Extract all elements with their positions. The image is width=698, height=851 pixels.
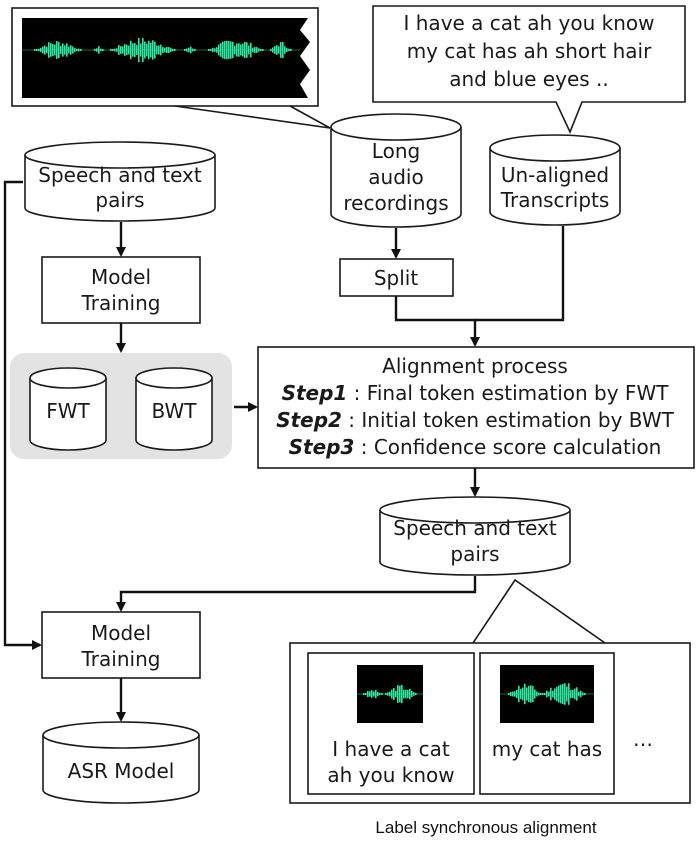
unaligned-label-1: Un-aligned [501, 163, 609, 187]
model-training-bottom-label-2: Training [81, 647, 161, 671]
fwt-db: FWT [29, 367, 107, 451]
waveform-signal [34, 37, 292, 63]
arrow-pairs-to-training [116, 576, 477, 612]
bubble-line-2: my cat has ah short hair [407, 39, 652, 63]
card-2-waveform [508, 683, 586, 705]
alignment-step-3: Step3 : Confidence score calculation [289, 435, 662, 459]
db-top-label-1: Speech and text [38, 163, 202, 187]
fwt-label: FWT [46, 399, 90, 423]
speech-text-pairs-db-out: Speech and text pairs [379, 496, 571, 576]
bwt-db: BWT [135, 367, 213, 451]
long-audio-label-1: Long [372, 139, 420, 163]
label-sync-card-1: I have a cat ah you know [307, 652, 475, 795]
fwt-bwt-group: FWT BWT [10, 353, 232, 459]
label-sync-card-2: my cat has [479, 652, 615, 795]
alignment-title: Alignment process [382, 354, 568, 378]
model-training-top-label-2: Training [81, 291, 161, 315]
model-training-top-label-1: Model [91, 265, 151, 289]
card-2-line-1: my cat has [492, 737, 602, 761]
card-1-line-2: ah you know [327, 763, 454, 787]
speech-text-pairs-db-top: Speech and text pairs [24, 141, 216, 222]
long-audio-label-3: recordings [343, 191, 448, 215]
card-1-waveform [363, 684, 417, 704]
split-label: Split [374, 266, 419, 290]
transcript-speech-bubble: I have a cat ah you know my cat has ah s… [372, 5, 686, 135]
label-sync-panel: I have a cat ah you know my cat has … [289, 642, 691, 804]
card-1-line-1: I have a cat [332, 737, 450, 761]
label-sync-caption: Label synchronous alignment [375, 818, 596, 837]
waveform-image [11, 7, 319, 107]
more-ellipsis: … [633, 727, 653, 751]
alignment-step-1: Step1 : Final token estimation by FWT [282, 381, 670, 405]
alignment-step-2: Step2 : Initial token estimation by BWT [276, 408, 674, 432]
split-box: Split [339, 258, 454, 297]
long-audio-label-2: audio [368, 165, 423, 189]
db-out-label-2: pairs [450, 542, 499, 566]
arrow-split-to-alignment [394, 296, 480, 347]
long-audio-db: Long audio recordings [330, 113, 462, 228]
model-training-bottom: Model Training [41, 611, 201, 679]
unaligned-transcripts-db: Un-aligned Transcripts [489, 134, 621, 226]
bwt-label: BWT [152, 399, 198, 423]
bubble-line-1: I have a cat ah you know [404, 11, 655, 35]
unaligned-label-2: Transcripts [500, 188, 610, 212]
asr-model-db: ASR Model [42, 721, 200, 804]
model-training-top: Model Training [41, 256, 201, 324]
alignment-process-box: Alignment process Step1 : Final token es… [257, 346, 695, 469]
label-sync-callout [472, 578, 606, 644]
asr-model-label: ASR Model [68, 759, 175, 783]
db-out-label-1: Speech and text [393, 516, 557, 540]
arrow-top-pairs-to-training [3, 180, 42, 650]
arrow-transcripts-to-alignment [475, 226, 565, 322]
waveform-callout [174, 105, 331, 129]
model-training-bottom-label-1: Model [91, 621, 151, 645]
bubble-line-3: and blue eyes .. [449, 67, 609, 91]
db-top-label-2: pairs [95, 188, 144, 212]
